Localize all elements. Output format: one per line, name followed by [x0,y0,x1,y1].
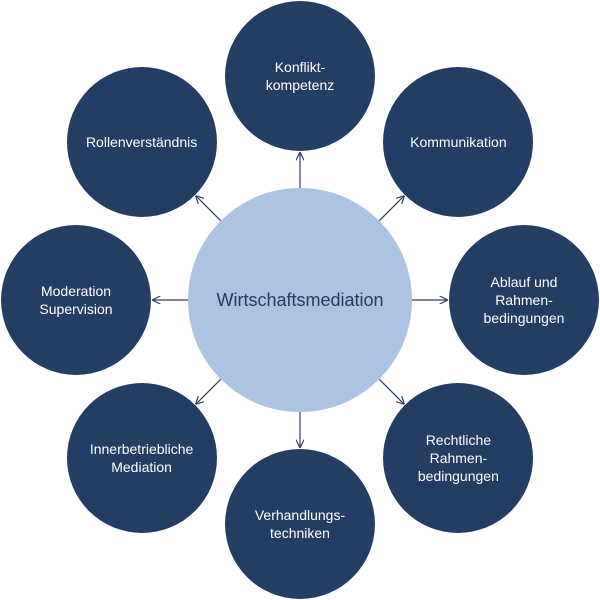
node-label-moderation-supervision: Moderation Supervision [39,283,113,317]
node-ablauf-und-rahmenbedingungen: Ablauf und Rahmen- bedingungen [449,225,599,375]
center-label: Wirtschaftsmediation [216,289,384,310]
node-rollenverstaendnis: Rollenverständnis [66,66,217,217]
node-label-innerbetriebliche-mediation: Innerbetriebliche Mediation [89,441,194,476]
node-label-rechtliche-rahmenbedingungen: Rechtliche Rahmen- bedingungen [417,432,499,485]
node-verhandlungstechniken: Verhandlungs- techniken [225,449,375,599]
node-label-rollenverstaendnis: Rollenverständnis [85,133,198,150]
node-innerbetriebliche-mediation: Innerbetriebliche Mediation [66,383,217,534]
node-label-kommunikation: Kommunikation [410,133,507,150]
node-rechtliche-rahmenbedingungen: Rechtliche Rahmen- bedingungen [383,383,534,534]
node-label-konfliktkompetenz: Konflikt- kompetenz [265,59,335,93]
node-moderation-supervision: Moderation Supervision [1,225,151,375]
node-kommunikation: Kommunikation [383,66,534,217]
node-konfliktkompetenz: Konflikt- kompetenz [225,1,375,151]
center-circle-wirtschaftsmediation: Wirtschaftsmediation [188,188,412,412]
node-label-ablauf-und-rahmenbedingungen: Ablauf und Rahmen- bedingungen [483,274,565,326]
node-label-verhandlungstechniken: Verhandlungs- techniken [254,507,346,541]
